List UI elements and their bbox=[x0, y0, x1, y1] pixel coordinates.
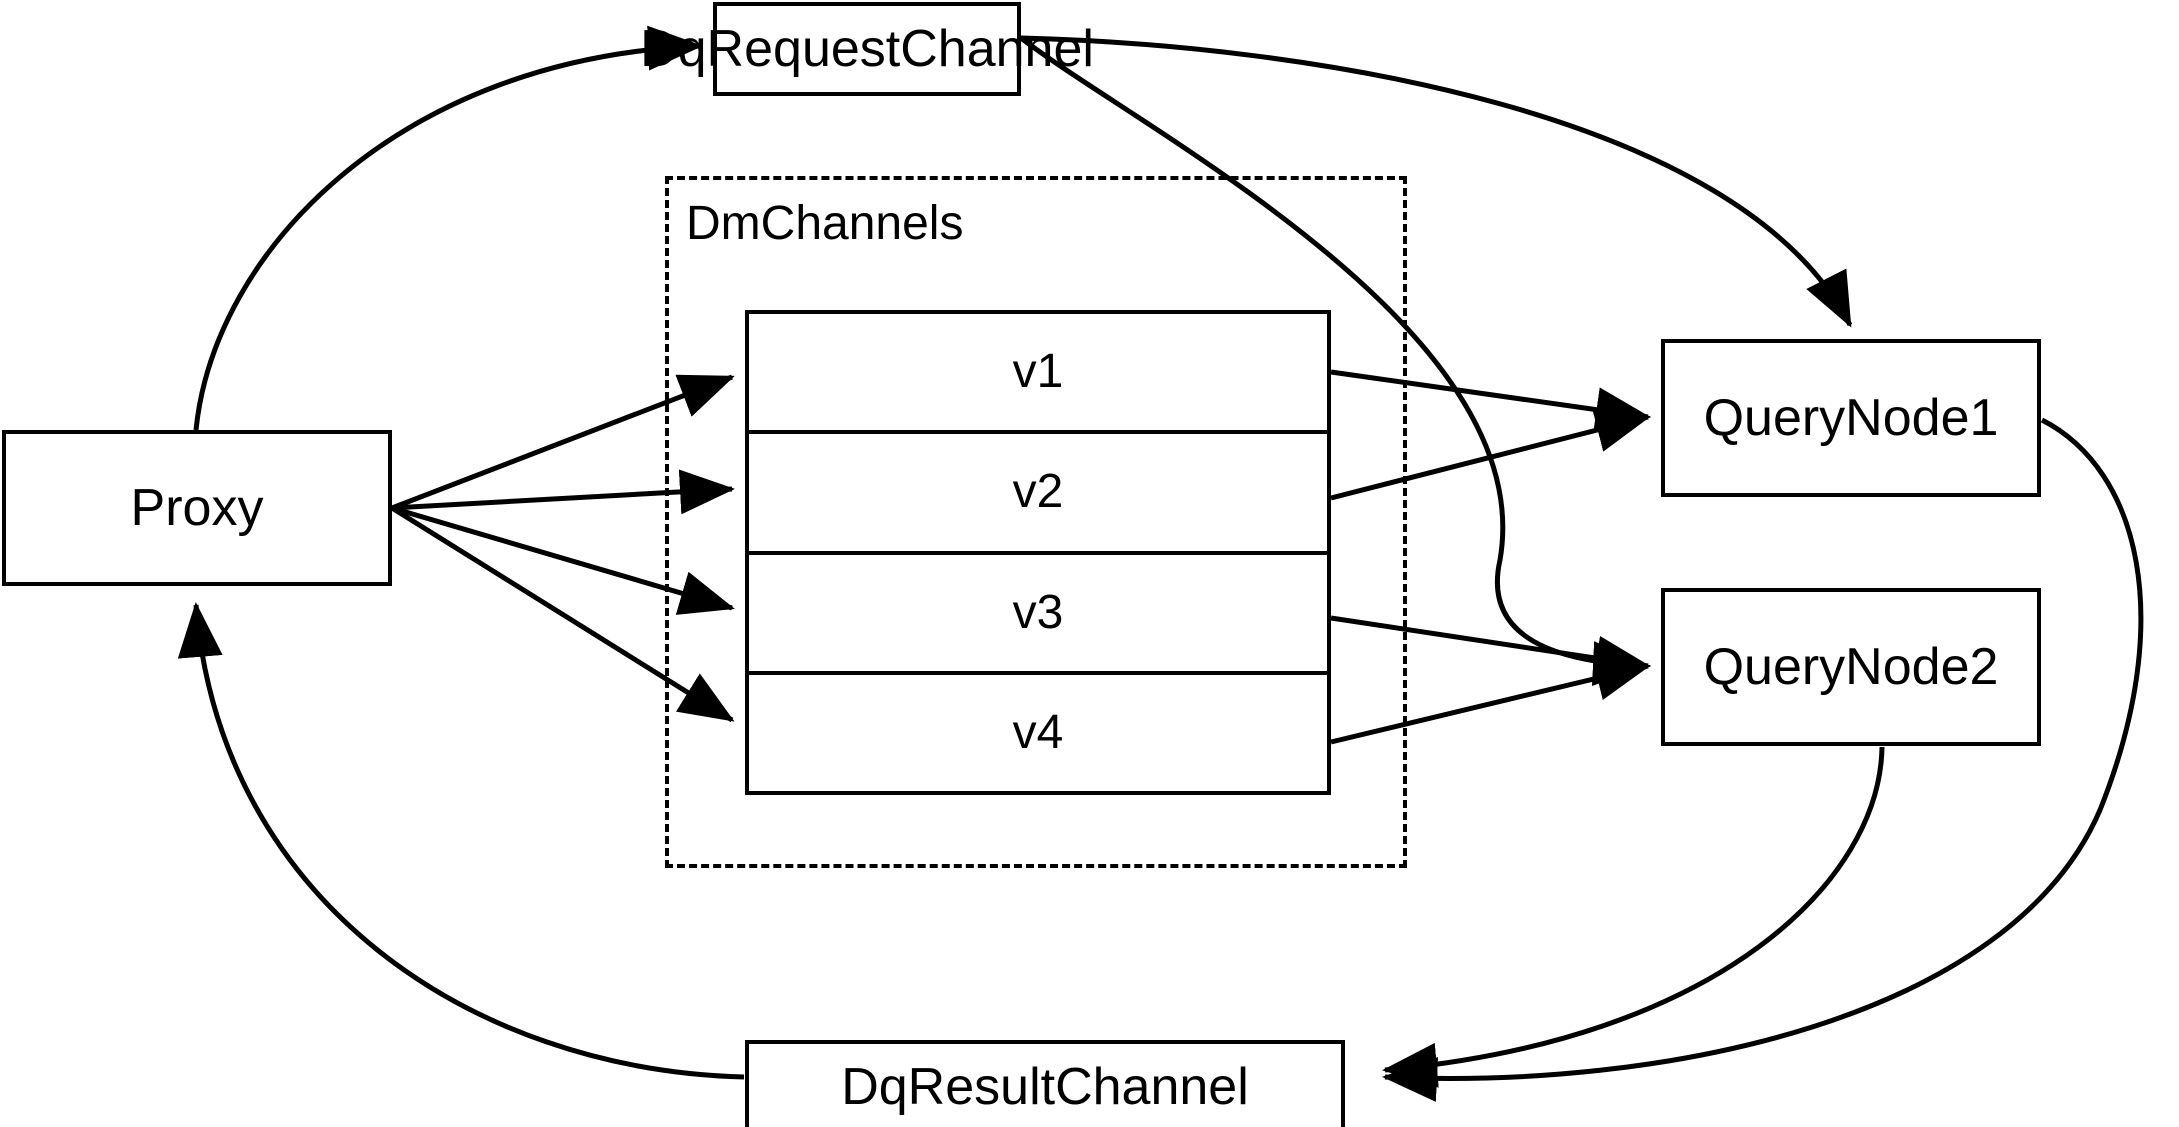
dm-channel-label: v2 bbox=[1012, 465, 1064, 519]
dm-channel-list: v1 v2 v3 v4 bbox=[745, 310, 1331, 795]
dm-channel-row-v1[interactable]: v1 bbox=[749, 314, 1327, 435]
node-dq-result-channel-label: DqResultChannel bbox=[841, 1058, 1249, 1116]
dm-channel-label: v1 bbox=[1012, 345, 1064, 399]
node-proxy-label: Proxy bbox=[130, 479, 264, 537]
edge-dqresultchannel-to-proxy bbox=[177, 602, 745, 1080]
node-dq-result-channel[interactable]: DqResultChannel bbox=[745, 1040, 1345, 1127]
dm-channel-row-v2[interactable]: v2 bbox=[749, 434, 1327, 555]
dm-channel-label: v4 bbox=[1012, 705, 1064, 759]
group-dmchannels-label: DmChannels bbox=[686, 197, 964, 250]
node-proxy[interactable]: Proxy bbox=[2, 430, 392, 586]
node-query-node-1[interactable]: QueryNode1 bbox=[1661, 339, 2041, 497]
edge-querynode2-to-dqresultchannel bbox=[1382, 746, 1885, 1088]
node-dq-request-channel[interactable]: DqRequestChannel bbox=[640, 2, 1094, 96]
node-query-node-2-label: QueryNode2 bbox=[1703, 638, 1999, 696]
dm-channel-row-v4[interactable]: v4 bbox=[749, 674, 1327, 791]
dm-channel-label: v3 bbox=[1012, 585, 1064, 639]
edge-proxy-to-dqrequestchannel bbox=[193, 25, 703, 431]
edge-querynode1-to-dqresultchannel bbox=[1382, 417, 2144, 1102]
node-dq-request-channel-label: DqRequestChannel bbox=[640, 20, 1094, 78]
dm-channel-row-v3[interactable]: v3 bbox=[749, 554, 1327, 675]
node-query-node-1-label: QueryNode1 bbox=[1703, 389, 1999, 447]
node-query-node-2[interactable]: QueryNode2 bbox=[1661, 588, 2041, 746]
